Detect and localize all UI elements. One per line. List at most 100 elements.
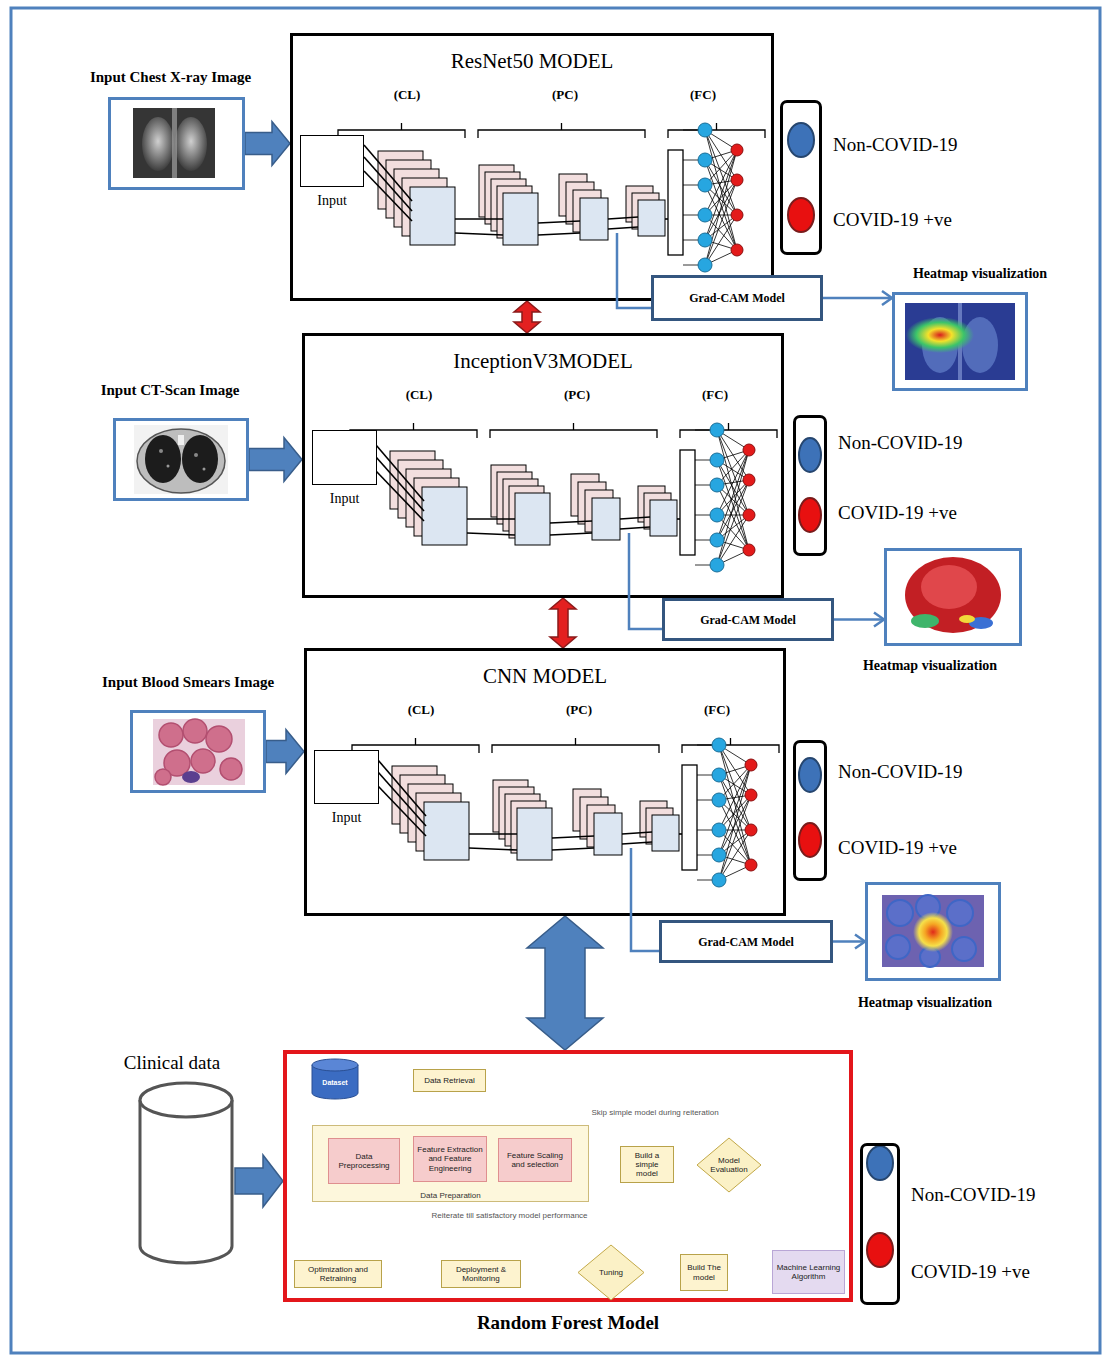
heading: Random Forest Model [477,1312,659,1334]
box-text: Grad-CAM Model [698,935,794,949]
class-markers [863,1146,897,1302]
text-holder: COVID-19 +ve [838,502,957,524]
text-holder: COVID-19 +ve [911,1261,1030,1283]
model-title: CNN MODEL [307,664,783,688]
layer-label: Input [330,491,360,507]
box-text: Model Evaluation [708,1156,750,1174]
medical-image [116,421,246,498]
model-box: CNN MODEL (CL) (PC) (FC) Input [304,648,786,916]
text-holder: (CL) [406,387,433,402]
process-box: Data Retrieval [413,1069,486,1092]
box-text: Feature Extraction and Feature Engineeri… [417,1145,483,1173]
heatmap-box: Heatmap visualization [865,882,1001,981]
gradcam-box: Grad-CAM Model [651,275,823,321]
layer-group-label: (CL) [408,702,435,717]
output-class-panel: Non-COVID-19COVID-19 +ve [780,100,822,255]
class-markers [783,103,819,252]
output-class-panel: Non-COVID-19COVID-19 +ve [860,1143,900,1305]
model-box: ResNet50 MODEL(CL)(PC)(FC)Input [290,33,774,301]
layer-label: Input [332,810,362,826]
text-holder: Heatmap visualization [858,994,992,1012]
heading: Clinical data [124,1052,221,1074]
text-holder: CNN MODEL [307,664,783,688]
edge-label: Reiterate till satisfactory model perfor… [429,1211,589,1220]
process-box: Feature Extraction and Feature Engineeri… [413,1136,487,1182]
class-label: COVID-19 +ve [911,1261,1030,1283]
model-title: InceptionV3MODEL [305,349,781,373]
input-layer-box: Input [314,750,379,804]
box-text: Grad-CAM Model [689,291,785,305]
process-box: Build The model [680,1254,728,1291]
class-markers [796,743,824,878]
process-box: Machine Learning Algorithm [772,1250,845,1294]
box-text: Grad-CAM Model [700,613,796,627]
database-cylinder: Clinical data [137,1080,235,1266]
heatmap-box: Heatmap visualization [892,292,1028,391]
text-holder: Non-COVID-19 [911,1184,1036,1206]
text-holder: ResNet50 MODEL [293,49,771,73]
text-holder: (CL) [394,87,421,102]
box-text: Dataset [322,1079,347,1087]
block-arrow [550,598,576,648]
text-holder: COVID-19 +ve [833,209,952,231]
input-layer-box: Input [312,430,377,485]
connector-line [629,598,662,629]
heading: Heatmap visualization [858,994,992,1012]
block-arrow [527,916,603,1050]
class-markers [796,418,824,553]
connector-line [833,935,865,949]
class-label: Non-COVID-19 [911,1184,1036,1206]
text-holder: (PC) [552,87,578,102]
layer-group-label: (PC) [566,702,592,717]
heatmap-image [868,885,998,978]
box-text: Data Preprocessing [332,1152,396,1170]
process-box: Feature Scaling and selection [498,1138,572,1182]
box-text: Feature Scaling and selection [502,1151,568,1169]
block-arrow [249,438,302,482]
text-holder: Heatmap visualization [913,265,1047,283]
class-label: COVID-19 +ve [833,209,952,231]
text-holder: Skip simple model during reiteration [589,1108,720,1117]
gradcam-box: Grad-CAM Model [659,920,833,963]
box-text: Data Retrieval [424,1076,475,1085]
layer-group-label: (CL) [406,387,433,402]
text-holder: Input Blood Smears Image [102,673,274,691]
decision-diamond: Tuning [577,1244,645,1301]
gradcam-box: Grad-CAM Model [662,598,834,641]
heatmap-image [887,551,1019,643]
heading: Input CT-Scan Image [101,381,240,399]
heading: Heatmap visualization [863,657,997,675]
block-arrow [514,301,540,333]
text-holder: Data Preparation [420,1191,480,1200]
model-title: ResNet50 MODEL [293,49,771,73]
text-holder: (PC) [564,387,590,402]
block-arrow [266,730,304,774]
input-image-box: Input CT-Scan Image [113,418,249,501]
heading: Input Blood Smears Image [102,673,274,691]
input-image-box: Input Blood Smears Image [130,710,266,793]
text-holder: (FC) [690,87,716,102]
text-holder: Random Forest Model [477,1312,659,1334]
text-holder: Non-COVID-19 [838,432,963,454]
model-box: InceptionV3MODEL (CL) (PC) (FC) Input [302,333,784,598]
text-holder: Input Chest X-ray Image [90,68,251,86]
text-holder: (FC) [704,702,730,717]
layer-group-label: (FC) [704,702,730,717]
dataset-cylinder: Dataset [311,1058,359,1100]
connector-line [834,613,884,627]
connector-line [823,291,892,305]
layer-group-label: (FC) [702,387,728,402]
output-class-panel: Non-COVID-19COVID-19 +ve [793,740,827,881]
box-text: Tuning [599,1268,623,1277]
heatmap-box: Heatmap visualization [884,548,1022,646]
box-text: Build a simple model [624,1151,670,1179]
text-holder: (CL) [408,702,435,717]
heatmap-image [895,295,1025,388]
input-image-box: Input Chest X-ray Image [108,97,245,190]
text-holder: COVID-19 +ve [838,837,957,859]
text-holder: (PC) [566,702,592,717]
class-label: COVID-19 +ve [838,502,957,524]
box-text: Build The model [684,1263,724,1281]
text-holder: Reiterate till satisfactory model perfor… [429,1211,589,1220]
